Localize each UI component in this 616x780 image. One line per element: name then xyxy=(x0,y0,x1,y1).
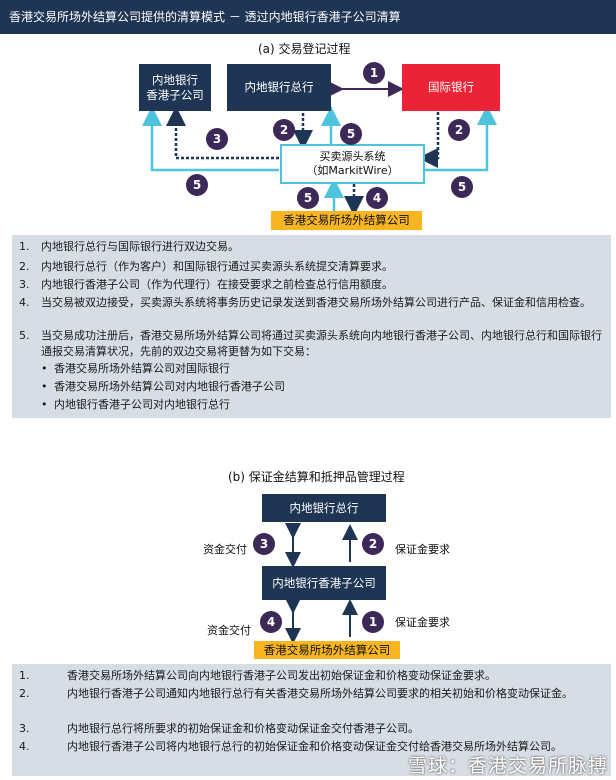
node-b-hkex-otc-clear: 香港交易所场外结算公司 xyxy=(254,641,400,659)
label-b-margin-upper: 保证金要求 xyxy=(395,543,450,556)
badge-b-3: 3 xyxy=(253,533,275,555)
badge-a-5-top: 5 xyxy=(340,123,362,145)
badge-a-3: 3 xyxy=(206,128,228,150)
badge-a-5-bottom: 5 xyxy=(297,187,319,209)
badge-b-4: 4 xyxy=(260,611,282,633)
node-a-head-office: 内地银行总行 xyxy=(227,64,331,111)
badge-a-1: 1 xyxy=(363,62,385,84)
node-b-hk-subsidiary: 内地银行香港子公司 xyxy=(262,566,386,600)
node-a-markitwire: 买卖源头系统 （如MarkitWire） xyxy=(280,144,425,184)
badge-a-5-right: 5 xyxy=(451,176,473,198)
section-a-title: (a) 交易登记过程 xyxy=(258,42,351,56)
badge-a-2-left: 2 xyxy=(273,119,295,141)
arrow-2-intl-to-mw xyxy=(418,112,440,168)
node-a-hk-subsidiary: 内地银行 香港子公司 xyxy=(139,64,211,111)
watermark: 雪球：香港交易所脉搏 xyxy=(407,755,608,777)
node-b-head-office: 内地银行总行 xyxy=(262,494,386,522)
section-b-title: (b) 保证金结算和抵押品管理过程 xyxy=(228,470,405,484)
section-b-steps-panel: 1. 香港交易所场外结算公司向内地银行香港子公司发出初始保证金和价格变动保证金要… xyxy=(12,664,611,776)
page-header: 香港交易所场外结算公司提供的清算模式 － 透过内地银行香港子公司清算 xyxy=(0,0,616,34)
badge-b-2: 2 xyxy=(362,533,384,555)
node-a-international-bank: 国际银行 xyxy=(402,64,500,111)
label-b-margin-lower: 保证金要求 xyxy=(395,616,450,629)
badge-a-2-right: 2 xyxy=(448,119,470,141)
label-b-funds-lower: 资金交付 xyxy=(207,624,251,637)
node-a-hkex-otc-clear: 香港交易所场外结算公司 xyxy=(271,211,422,230)
label-b-funds-upper: 资金交付 xyxy=(203,543,247,556)
badge-a-4: 4 xyxy=(366,187,388,209)
badge-a-5-left: 5 xyxy=(186,174,208,196)
badge-b-1: 1 xyxy=(362,611,384,633)
section-a-steps-panel: 1. 内地银行总行与国际银行进行双边交易。 2. 内地银行总行（作为客户）和国际… xyxy=(12,235,611,418)
